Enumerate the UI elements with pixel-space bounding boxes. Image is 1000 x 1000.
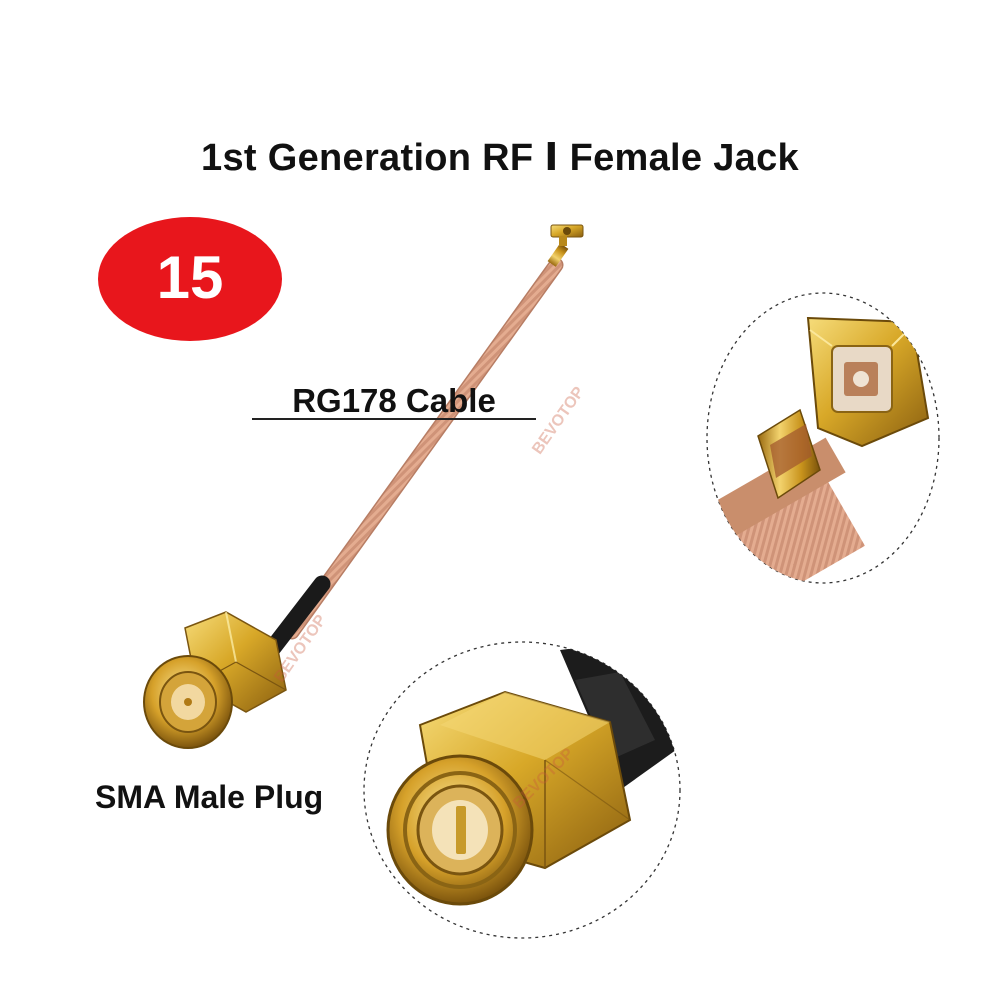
- product-title: 1st Generation RF Ⅰ Female Jack: [201, 137, 799, 179]
- cable-label-underline: [252, 418, 536, 420]
- badge-number: 15: [156, 243, 224, 311]
- sma-plug-closeup: [386, 642, 680, 906]
- plug-detail-callout: [363, 641, 681, 939]
- ipex-jack-closeup: [707, 316, 930, 583]
- plug-label: SMA Male Plug: [95, 779, 324, 815]
- cable-label: RG178 Cable: [292, 382, 496, 419]
- jack-detail-callout: [706, 292, 940, 584]
- sma-male-plug: [143, 611, 287, 749]
- ipex-female-jack: [547, 224, 584, 267]
- number-badge: 15: [98, 217, 282, 341]
- rg178-cable: [284, 257, 564, 640]
